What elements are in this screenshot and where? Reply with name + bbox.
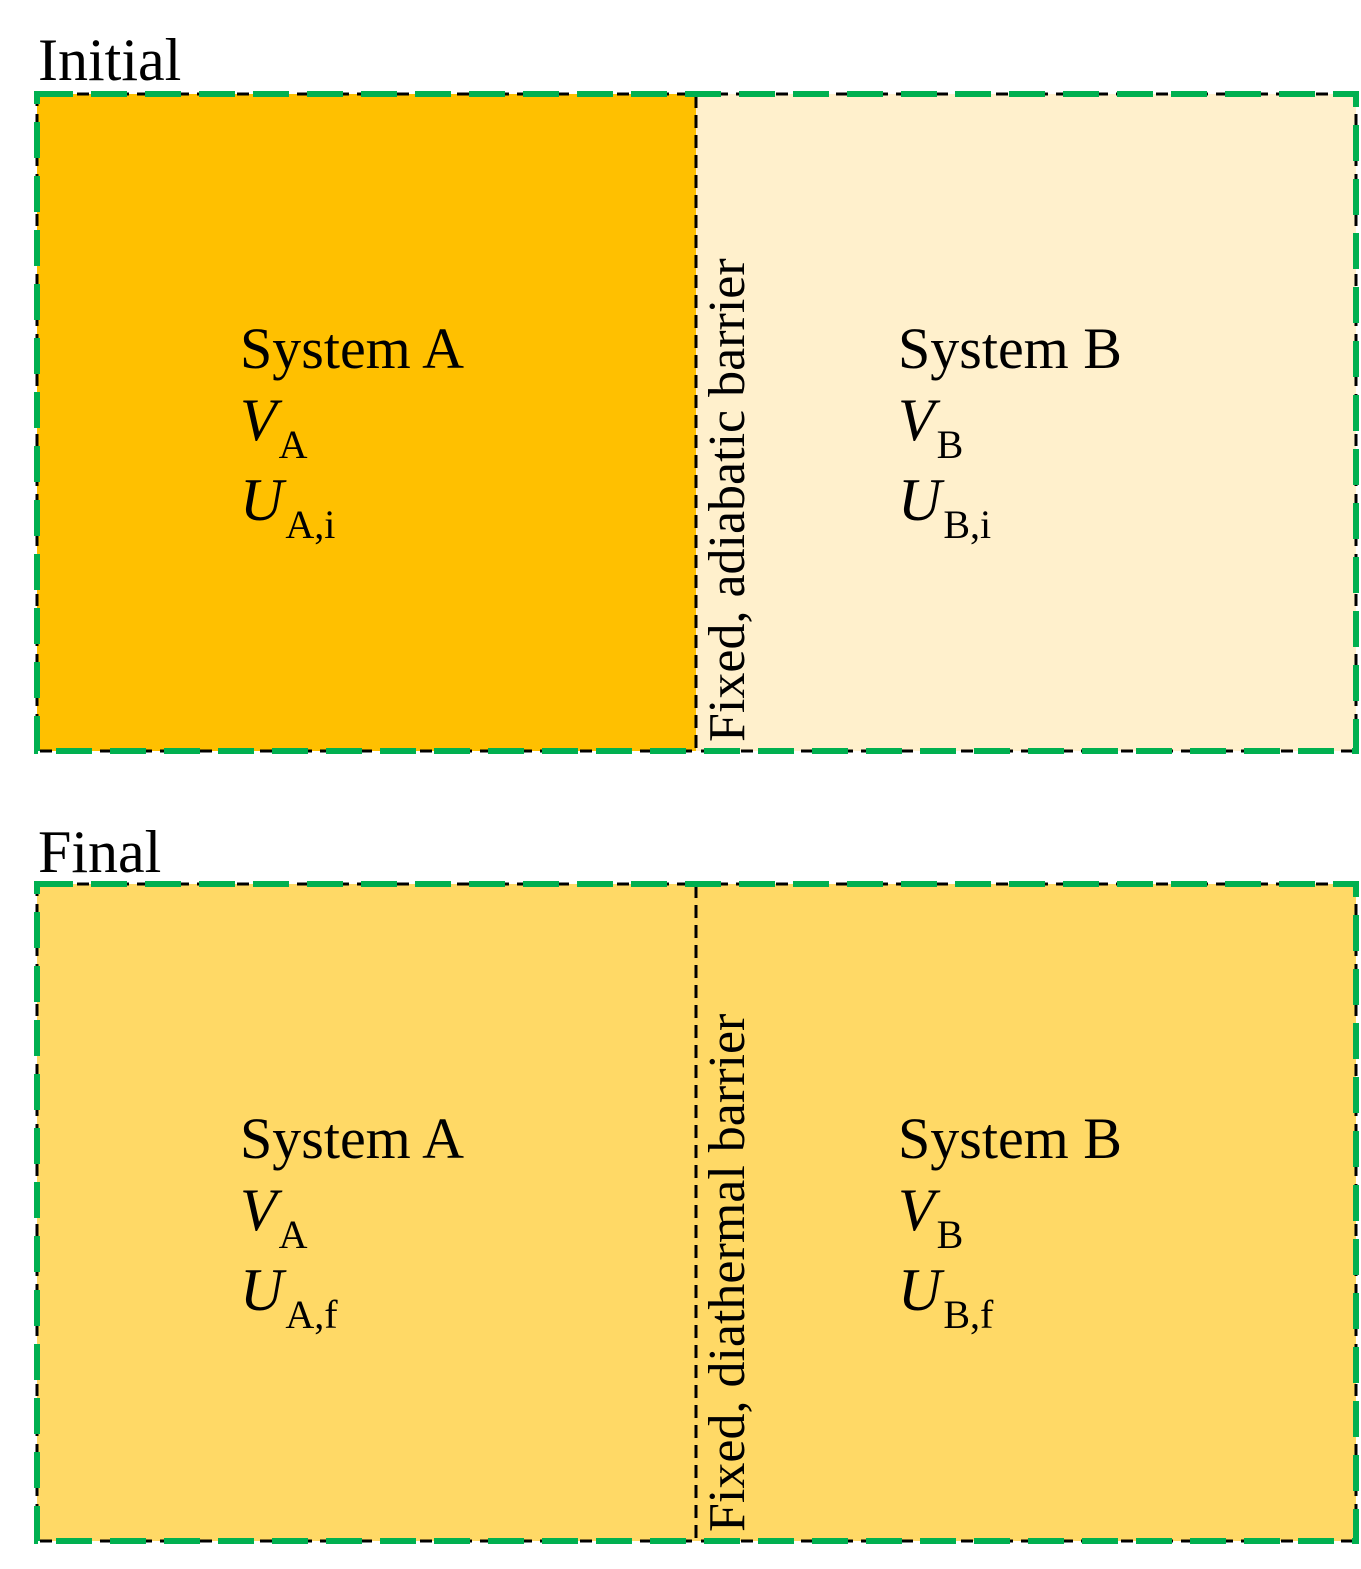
- initial-barrier-label: Fixed, adiabatic barrier: [699, 258, 756, 742]
- initial-panel: [34, 91, 1359, 754]
- final-barrier-label: Fixed, diathermal barrier: [699, 1013, 756, 1532]
- initial-energy-a: UA,i: [240, 467, 336, 547]
- final-system-b-region: [696, 884, 1356, 1541]
- final-system-b-name: System B: [898, 1106, 1122, 1171]
- final-title: Final: [38, 819, 162, 885]
- final-system-a-labels: System A VA UA,f: [240, 1110, 464, 1340]
- initial-system-a-name: System A: [240, 316, 464, 381]
- initial-title: Initial: [38, 27, 182, 93]
- final-energy-b: UB,f: [898, 1257, 994, 1337]
- initial-energy-b: UB,i: [898, 467, 992, 547]
- initial-system-b-name: System B: [898, 316, 1122, 381]
- final-system-a-region: [37, 884, 696, 1541]
- initial-system-a-region: [37, 94, 696, 751]
- initial-system-b-labels: System B VB UB,i: [898, 320, 1122, 550]
- final-panel: [34, 881, 1359, 1544]
- final-combined-boundary: [34, 881, 1359, 1544]
- final-energy-a: UA,f: [240, 1257, 338, 1337]
- final-system-a-name: System A: [240, 1106, 464, 1171]
- initial-system-b-region: [696, 94, 1356, 751]
- final-system-b-labels: System B VB UB,f: [898, 1110, 1122, 1340]
- initial-volume-a: VA: [240, 387, 308, 467]
- initial-combined-boundary: [34, 91, 1359, 754]
- initial-system-a-labels: System A VA UA,i: [240, 320, 464, 550]
- initial-volume-b: VB: [898, 387, 964, 467]
- final-volume-a: VA: [240, 1177, 308, 1257]
- final-volume-b: VB: [898, 1177, 964, 1257]
